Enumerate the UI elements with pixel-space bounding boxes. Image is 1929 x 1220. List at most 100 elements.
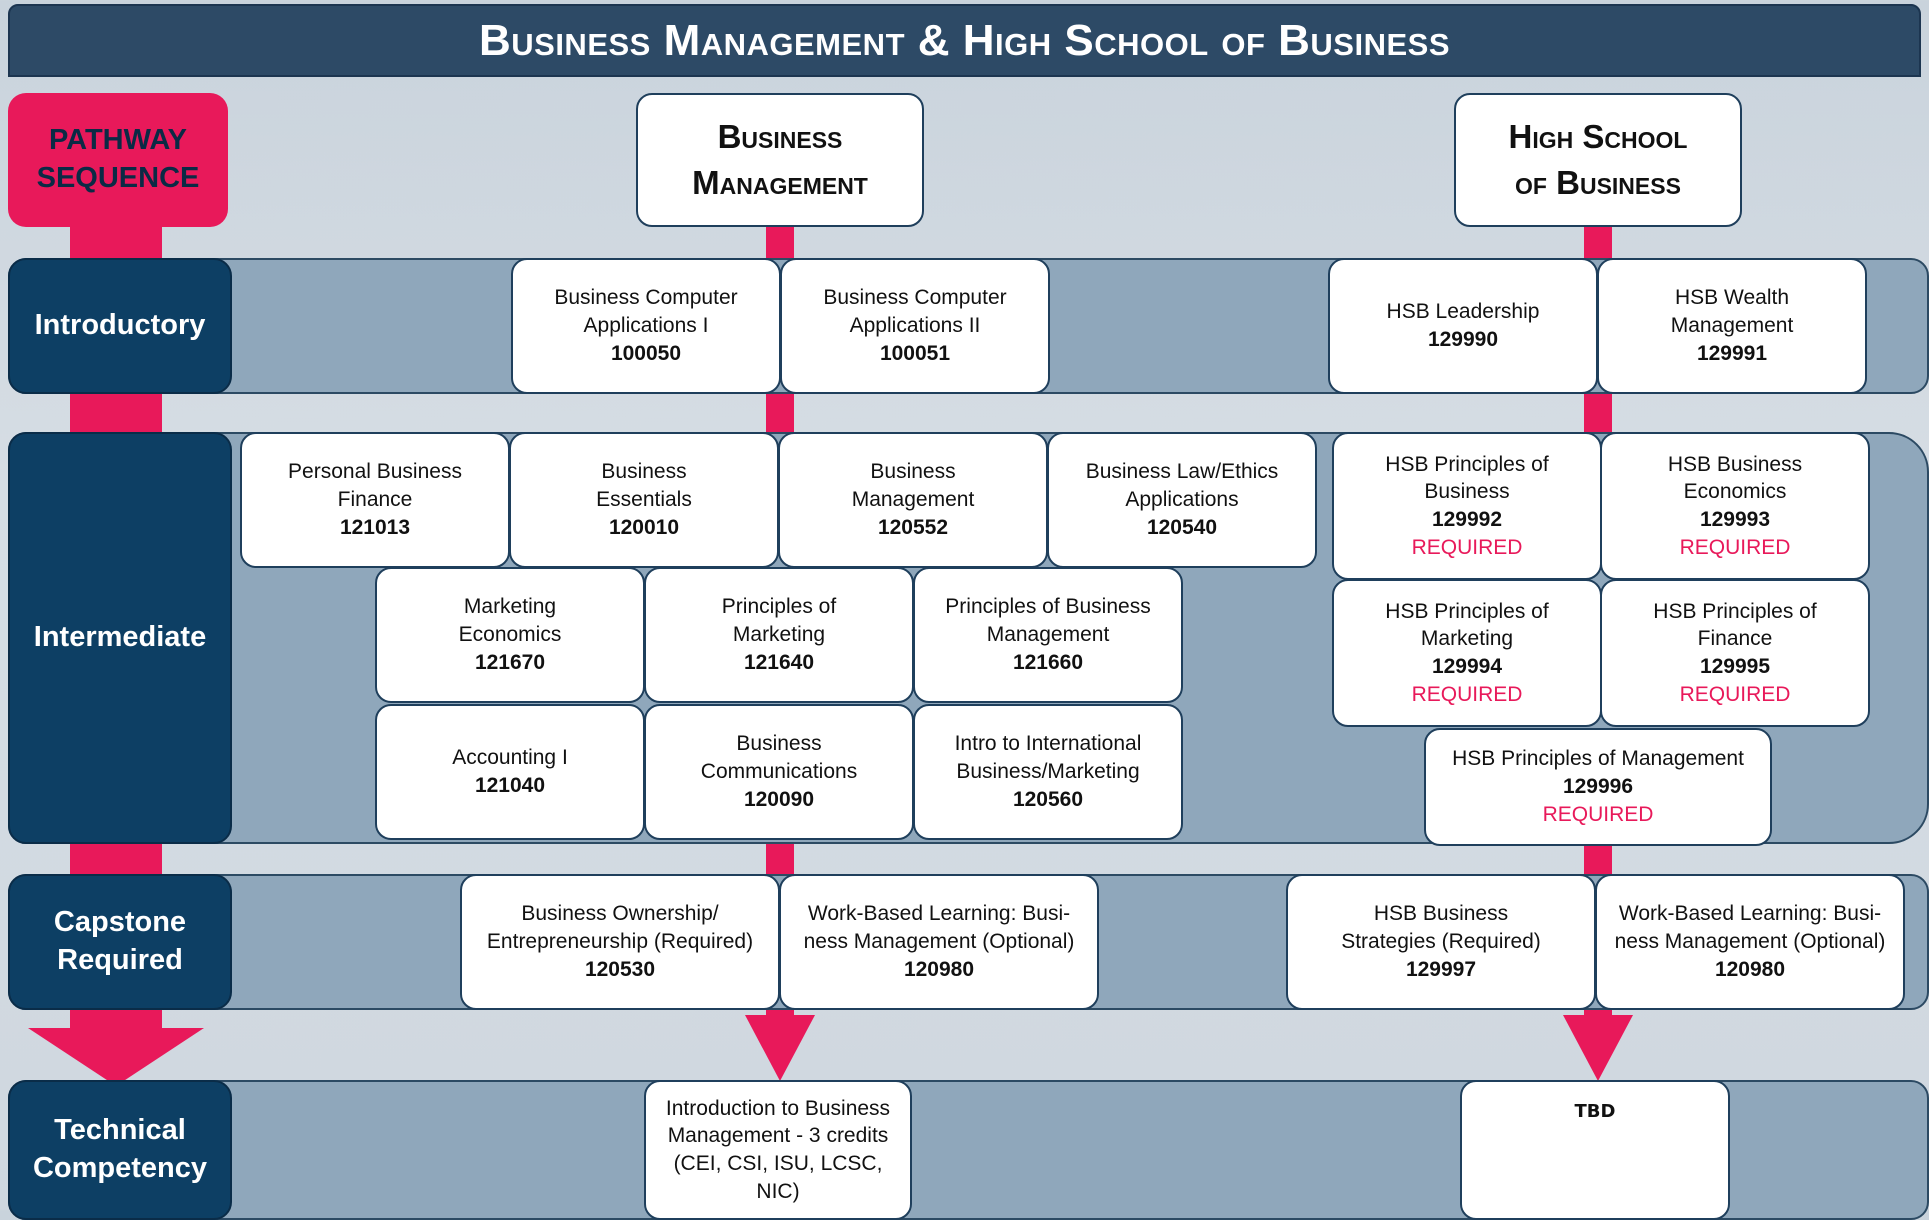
- course-code: 121040: [474, 774, 546, 797]
- course-code: 120530: [584, 957, 656, 981]
- course-title: HSB Leadership: [1386, 300, 1540, 324]
- course-title: HSB Principles of: [1653, 599, 1817, 623]
- course-title: Management: [851, 488, 975, 512]
- course-title: ness Management (Optional): [803, 930, 1075, 954]
- course-title: Applications: [1125, 488, 1239, 512]
- course-title: Business Computer: [554, 286, 738, 310]
- course-card[interactable]: HSB Business Economics 129993 REQUIRED: [1600, 432, 1870, 580]
- course-code: 120980: [1714, 957, 1786, 981]
- course-card[interactable]: Business Management 120552: [778, 432, 1048, 568]
- course-code: 129991: [1696, 341, 1768, 365]
- course-card[interactable]: Business Law/Ethics Applications 120540: [1047, 432, 1317, 568]
- course-title: Applications I: [583, 314, 709, 338]
- course-card[interactable]: HSB Leadership 129990: [1328, 258, 1598, 394]
- course-title: Finance: [337, 488, 413, 512]
- pathway-arrow-icon: [28, 1028, 204, 1086]
- course-title: Business Computer: [823, 286, 1007, 310]
- course-title: Strategies (Required): [1341, 930, 1541, 954]
- course-code: 100051: [879, 341, 951, 365]
- course-title: Communications: [700, 760, 858, 784]
- course-card[interactable]: Business Computer Applications II 100051: [780, 258, 1050, 394]
- course-code: 129997: [1405, 957, 1477, 981]
- course-title: Work-Based Learning: Busi-: [807, 902, 1071, 926]
- course-code: 120090: [743, 787, 815, 811]
- course-code: 120560: [1012, 787, 1084, 811]
- course-code: 129994: [1431, 655, 1503, 678]
- capstone-line2: Required: [57, 944, 183, 976]
- course-code: 121670: [474, 650, 546, 674]
- course-card[interactable]: HSB Principles of Business 129992 REQUIR…: [1332, 432, 1602, 580]
- course-title: Principles of: [721, 595, 837, 619]
- course-title: HSB Business: [1373, 902, 1509, 926]
- course-title: Economics: [458, 623, 562, 647]
- course-card[interactable]: Intro to International Business/Marketin…: [913, 704, 1183, 840]
- course-title: (CEI, CSI, ISU, LCSC, NIC): [673, 1152, 883, 1203]
- course-title: Business: [736, 732, 822, 756]
- course-code: 100050: [610, 341, 682, 365]
- course-code: 121013: [339, 515, 411, 539]
- course-code: 120010: [608, 515, 680, 539]
- required-badge: REQUIRED: [1679, 535, 1791, 559]
- course-card[interactable]: Introduction to Business Management - 3 …: [644, 1080, 912, 1220]
- course-card[interactable]: Business Ownership/ Entrepreneurship (Re…: [460, 874, 780, 1010]
- course-code: 121640: [743, 650, 815, 674]
- bm-arrow-icon: [745, 1015, 815, 1081]
- course-title: Management: [1670, 314, 1794, 338]
- course-title: ness Management (Optional): [1614, 930, 1886, 954]
- course-card[interactable]: HSB Principles of Management 129996 REQU…: [1424, 728, 1772, 846]
- course-card[interactable]: Work-Based Learning: Busi- ness Manageme…: [1595, 874, 1905, 1010]
- course-title: TBD: [1574, 1101, 1616, 1122]
- course-title: Economics: [1683, 480, 1787, 504]
- course-card[interactable]: Accounting I 121040: [375, 704, 645, 840]
- hsb-header-line1: High School: [1508, 117, 1688, 155]
- bm-header-line2: Management: [692, 164, 868, 201]
- course-card[interactable]: HSB Wealth Management 129991: [1597, 258, 1867, 394]
- course-title: HSB Principles of: [1385, 452, 1549, 476]
- hsb-arrow-icon: [1563, 1015, 1633, 1081]
- technical-line1: Technical: [54, 1114, 186, 1147]
- course-card[interactable]: Principles of Business Management 121660: [913, 567, 1183, 703]
- course-title: Marketing: [1420, 627, 1514, 651]
- page-title: Business Management & High School of Bus…: [8, 4, 1921, 77]
- course-title: Business: [1424, 480, 1510, 504]
- course-title: Business: [870, 460, 956, 484]
- course-title: HSB Business: [1667, 452, 1803, 476]
- course-code: 129993: [1699, 508, 1771, 531]
- course-title: Work-Based Learning: Busi-: [1618, 902, 1882, 926]
- course-card[interactable]: HSB Business Strategies (Required) 12999…: [1286, 874, 1596, 1010]
- course-title: Entrepreneurship (Required): [486, 930, 754, 954]
- course-card[interactable]: Marketing Economics 121670: [375, 567, 645, 703]
- course-card[interactable]: Principles of Marketing 121640: [644, 567, 914, 703]
- course-title: HSB Principles of Management: [1452, 747, 1744, 771]
- required-badge: REQUIRED: [1542, 802, 1654, 826]
- course-code: 129990: [1427, 328, 1499, 351]
- course-card[interactable]: HSB Principles of Finance 129995 REQUIRE…: [1600, 579, 1870, 727]
- course-code: 120552: [877, 515, 949, 539]
- course-card[interactable]: Work-Based Learning: Busi- ness Manageme…: [779, 874, 1099, 1010]
- business-management-header: Business Management: [636, 93, 924, 227]
- course-title: Intro to International: [954, 732, 1142, 756]
- course-card[interactable]: Business Communications 120090: [644, 704, 914, 840]
- course-title: HSB Wealth: [1675, 286, 1789, 310]
- course-title: Business Law/Ethics: [1085, 460, 1279, 484]
- course-title: Business Ownership/: [521, 902, 719, 926]
- course-code: 129992: [1431, 508, 1503, 531]
- required-badge: REQUIRED: [1411, 682, 1523, 706]
- course-card[interactable]: TBD: [1460, 1080, 1730, 1220]
- technical-line2: Competency: [32, 1152, 208, 1184]
- course-title: Marketing: [732, 623, 826, 647]
- course-title: Essentials: [596, 488, 692, 512]
- required-badge: REQUIRED: [1411, 535, 1523, 559]
- course-code: 121660: [1012, 650, 1084, 674]
- course-card[interactable]: Personal Business Finance 121013: [240, 432, 510, 568]
- course-title: Management: [986, 623, 1110, 647]
- course-card[interactable]: HSB Principles of Marketing 129994 REQUI…: [1332, 579, 1602, 727]
- course-title: Accounting I: [452, 746, 568, 770]
- course-title: Business/Marketing: [956, 760, 1140, 784]
- course-card[interactable]: Business Computer Applications I 100050: [511, 258, 781, 394]
- course-card[interactable]: Business Essentials 120010: [509, 432, 779, 568]
- course-title: Finance: [1697, 627, 1773, 651]
- course-title: HSB Principles of: [1385, 599, 1549, 623]
- required-badge: REQUIRED: [1679, 682, 1791, 706]
